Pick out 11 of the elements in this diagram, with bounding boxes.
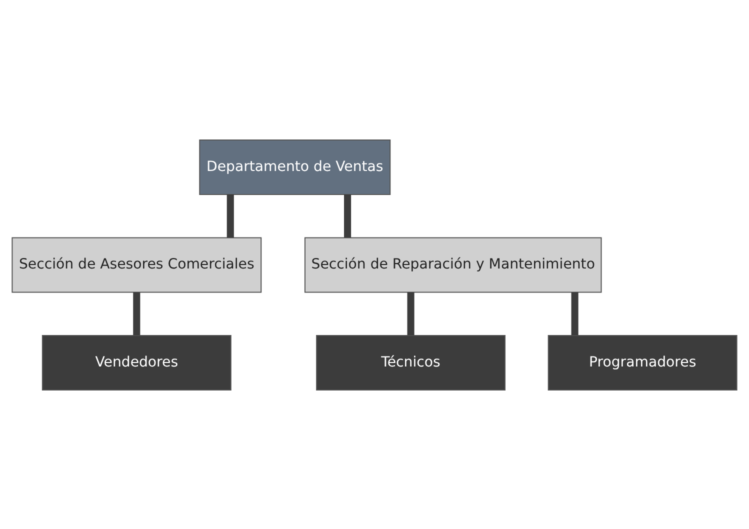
connector xyxy=(407,292,414,335)
connector xyxy=(226,194,234,238)
node-box: Vendedores xyxy=(42,334,232,390)
node-box: Sección de Asesores Comerciales xyxy=(12,236,262,292)
node-box: Sección de Reparación y Mantenimiento xyxy=(304,236,602,292)
node-box: Programadores xyxy=(548,334,738,390)
connector xyxy=(571,292,578,335)
node-box: Departamento de Ventas xyxy=(199,139,391,194)
connector xyxy=(133,292,140,335)
connector xyxy=(344,194,352,238)
node-box: Técnicos xyxy=(316,334,506,390)
